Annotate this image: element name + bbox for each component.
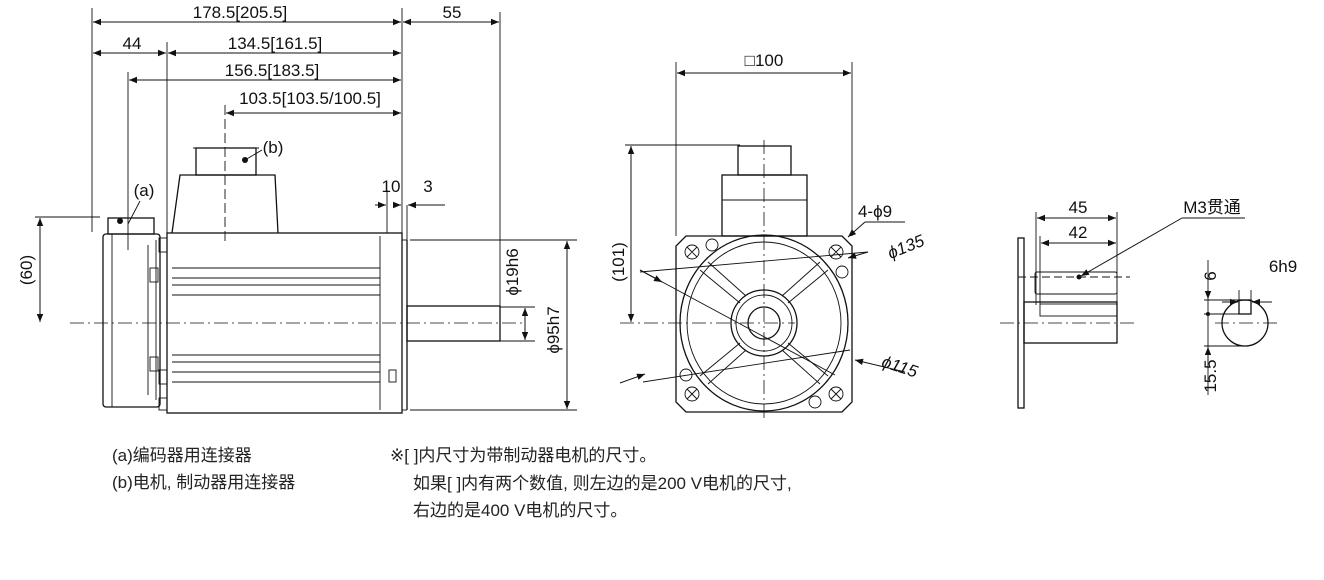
dim-shaft-length: 55 [443, 3, 462, 22]
dim-front-height: (101) [609, 242, 628, 282]
label-a: (a) [134, 181, 155, 200]
legend-b: (b)电机, 制动器用连接器 [112, 473, 296, 492]
dim-key-depth: 6 [1201, 271, 1220, 280]
legend-a: (a)编码器用连接器 [112, 446, 252, 465]
dim-encoder-height: (60) [17, 255, 36, 285]
note-line-3: 右边的是400 V电机的尺寸。 [413, 501, 628, 520]
dim-key-offset: 15.5 [1201, 359, 1220, 392]
shaft-detail-view: 45 42 M3贯通 6h9 6 15.5 [1000, 198, 1297, 409]
note-line-1: ※[ ]内尺寸为带制动器电机的尺寸。 [390, 446, 657, 465]
dim-pitch-circle: ϕ135 [885, 231, 928, 263]
dim-encoder-connector-position: 156.5[183.5] [225, 61, 320, 80]
dim-spigot-circle: ϕ115 [879, 352, 920, 382]
dim-mounting-holes: 4-ϕ9 [858, 202, 892, 221]
mounting-hole-icons [679, 238, 849, 409]
side-view: 178.5[205.5] 55 44 134.5[161.5] 156.5[18… [17, 3, 577, 414]
dim-body-length: 134.5[161.5] [228, 34, 323, 53]
thread-label: M3贯通 [1183, 198, 1241, 217]
dim-flange-square: □100 [745, 51, 784, 70]
dim-spigot-diameter: ϕ95h7 [544, 306, 563, 353]
dim-shaft-45: 45 [1069, 198, 1088, 217]
dim-shaft-42: 42 [1069, 223, 1088, 242]
note-line-2: 如果[ ]内有两个数值, 则左边的是200 V电机的尺寸, [413, 474, 792, 493]
dim-encoder-length: 44 [123, 34, 142, 53]
label-b: (b) [263, 138, 284, 157]
dim-flange-thickness: 10 [382, 177, 401, 196]
dim-overall-length: 178.5[205.5] [193, 3, 288, 22]
front-view: □100 (101) [609, 51, 928, 420]
dim-shaft-diameter: ϕ19h6 [503, 248, 522, 295]
dim-motor-connector-position: 103.5[103.5/100.5] [239, 89, 381, 108]
dim-spigot-depth: 3 [423, 177, 432, 196]
dim-key-width: 6h9 [1269, 257, 1297, 276]
